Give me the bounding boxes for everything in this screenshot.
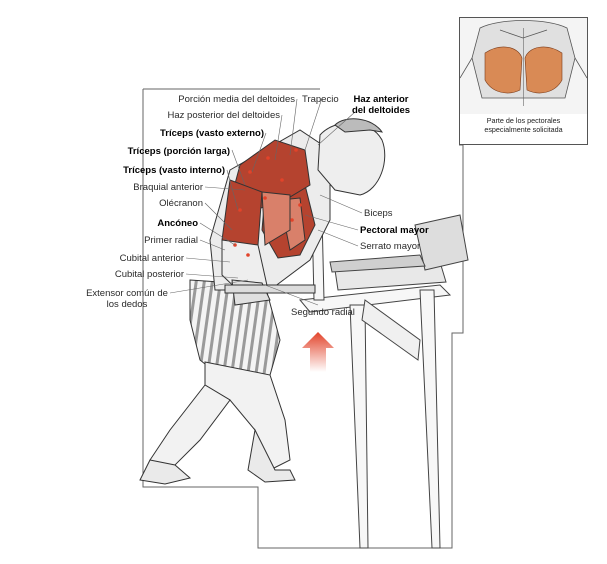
- label-extensor-line2: los dedos: [106, 299, 148, 310]
- label-pectoral-mayor: Pectoral mayor: [360, 225, 429, 236]
- label-braquial-anterior: Braquial anterior: [133, 182, 203, 193]
- label-haz-anterior-line1: Haz anterior: [353, 94, 409, 105]
- figure-head: [317, 118, 386, 196]
- inset-caption-line2: especialmente solicitada: [484, 125, 563, 134]
- upward-arrow: [302, 332, 334, 372]
- label-cubital-posterior: Cubital posterior: [114, 269, 184, 280]
- label-segundo-radial: Segundo radial: [291, 307, 355, 318]
- label-primer-radial: Primer radial: [144, 235, 198, 246]
- label-anconeo: Ancóneo: [157, 218, 198, 229]
- label-triceps-externo: Tríceps (vasto externo): [159, 128, 264, 139]
- dip-station: [299, 214, 469, 549]
- pectoral-inset: Parte de los pectorales especialmente so…: [459, 17, 588, 145]
- inset-caption-line1: Parte de los pectorales: [486, 116, 561, 125]
- label-olecranon: Olécranon: [159, 198, 203, 209]
- muscle-markers: [233, 148, 302, 257]
- label-triceps-larga: Tríceps (porción larga): [127, 146, 230, 157]
- label-cubital-anterior: Cubital anterior: [119, 253, 184, 264]
- label-leader-lines: [169, 97, 363, 306]
- label-serrato-mayor: Serrato mayor: [360, 241, 421, 252]
- dip-bar: [224, 284, 316, 294]
- figure-legs: [139, 279, 296, 485]
- chest-muscles-illustration: [460, 18, 587, 114]
- label-haz-anterior-line2: del deltoides: [351, 105, 411, 116]
- inset-caption: Parte de los pectorales especialmente so…: [460, 116, 587, 134]
- frame-outline: [142, 89, 464, 549]
- label-biceps: Biceps: [364, 208, 393, 219]
- label-trapecio: Trapecio: [302, 94, 339, 105]
- label-porcion-media: Porción media del deltoides: [178, 94, 295, 105]
- label-triceps-interno: Tríceps (vasto interno): [123, 165, 225, 176]
- biceps-muscle: [261, 191, 291, 246]
- label-extensor-line1: Extensor común de: [86, 288, 168, 299]
- label-haz-posterior: Haz posterior del deltoides: [167, 110, 280, 121]
